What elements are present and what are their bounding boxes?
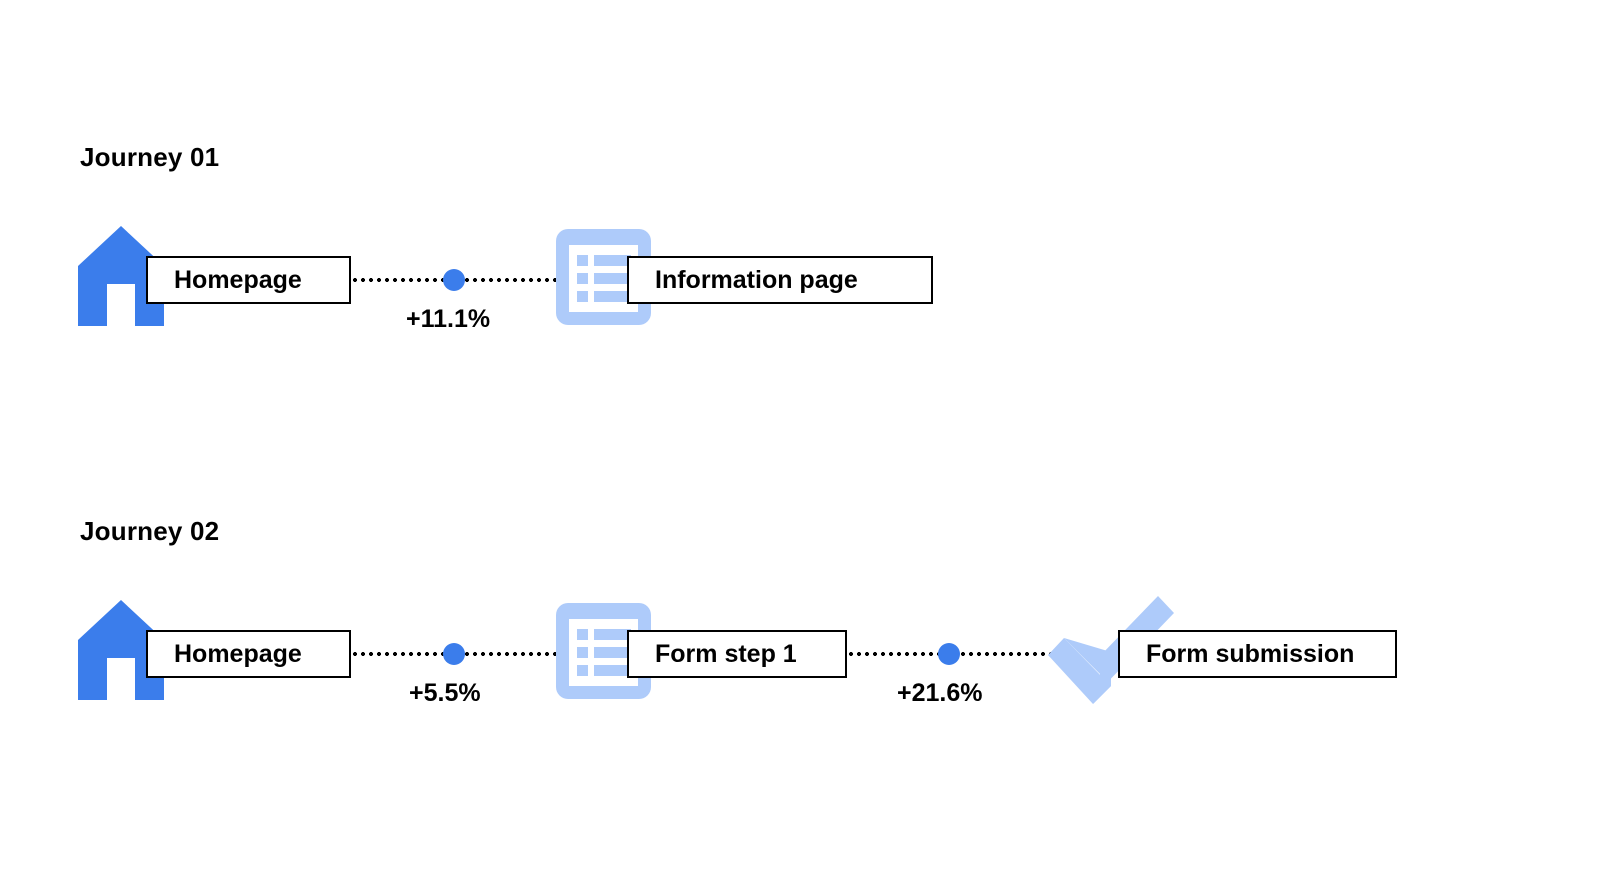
journey-02-step-form-submission[interactable]: Form submission — [1118, 630, 1397, 678]
journey-01-title: Journey 01 — [80, 142, 220, 172]
journey-02-connector-2-value: +21.6% — [897, 679, 983, 707]
home-icon — [78, 600, 164, 700]
journey-02-step-form-submission-label: Form submission — [1146, 639, 1355, 668]
journey-01-step-homepage[interactable]: Homepage — [146, 256, 351, 304]
journey-02-step-form-step-1-label: Form step 1 — [655, 639, 797, 668]
journey-01-step-homepage-label: Homepage — [174, 265, 302, 294]
journey-02-connector-1-dot[interactable] — [443, 643, 465, 665]
journey-01-connector-1-dot[interactable] — [443, 269, 465, 291]
journey-02-step-homepage-label: Homepage — [174, 639, 302, 668]
journey-02-step-form-step-1[interactable]: Form step 1 — [627, 630, 847, 678]
journey-01-step-information-page[interactable]: Information page — [627, 256, 933, 304]
journey-01-step-information-page-label: Information page — [655, 265, 858, 294]
journey-01-connector-1-value: +11.1% — [406, 305, 491, 333]
journey-02-title: Journey 02 — [80, 516, 220, 546]
journey-02-connector-2-dot[interactable] — [938, 643, 960, 665]
journey-02-step-homepage[interactable]: Homepage — [146, 630, 351, 678]
journey-02-connector-1-value: +5.5% — [409, 679, 481, 707]
home-icon — [78, 226, 164, 326]
